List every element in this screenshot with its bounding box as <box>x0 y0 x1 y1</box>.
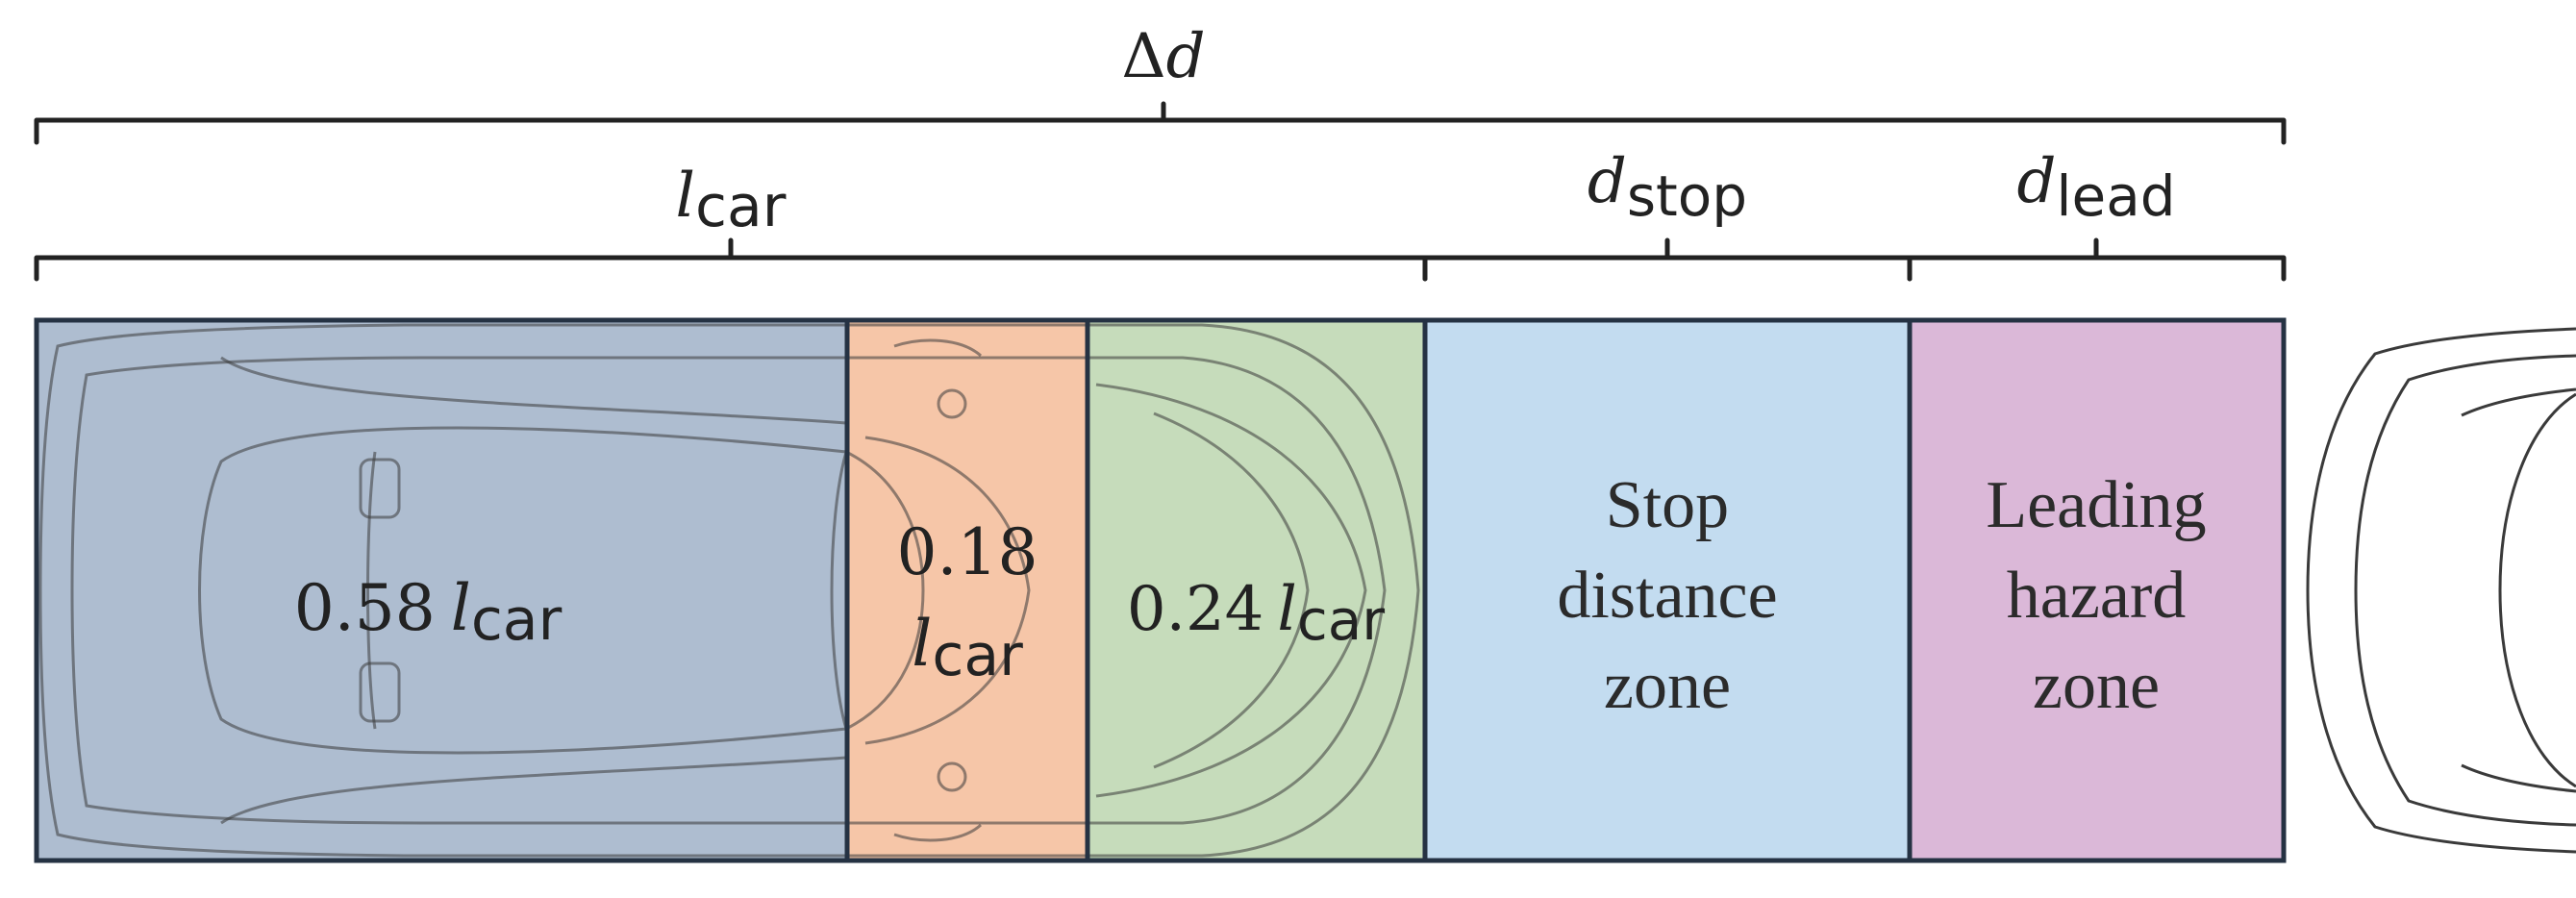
car-outline-icon <box>38 323 1420 858</box>
lead-zone-line2: hazard <box>2007 559 2187 633</box>
stop-zone-line2: distance <box>1557 559 1777 633</box>
stop-distance-label: dstop <box>1588 146 1747 229</box>
mid-segment-label-coef: 0.18 <box>897 515 1038 589</box>
lead-zone-line1: Leading <box>1986 468 2206 542</box>
stop-zone-line3: zone <box>1604 649 1731 723</box>
lead-zone-border <box>1907 317 2287 863</box>
stop-distance-brace <box>1422 237 1913 282</box>
stop-zone-fill <box>1425 320 1910 861</box>
car-length-brace <box>34 237 1428 282</box>
total-distance-label: Δd <box>1121 21 1205 92</box>
mid-segment-fill <box>847 320 1088 861</box>
rear-segment-fill <box>37 320 847 861</box>
lead-distance-label: dlead <box>2016 146 2175 229</box>
stop-zone-line1: Stop <box>1606 468 1729 542</box>
lead-distance-brace <box>1907 237 2287 282</box>
lead-zone-line3: zone <box>2033 649 2160 723</box>
car-length-label: lcar <box>676 161 787 240</box>
mid-segment-label-var: lcar <box>912 607 1023 689</box>
leading-car-icon <box>2306 327 2576 854</box>
lead-zone-fill <box>1910 320 2284 861</box>
total-distance-brace <box>34 101 2287 145</box>
front-segment-fill <box>1088 320 1425 861</box>
